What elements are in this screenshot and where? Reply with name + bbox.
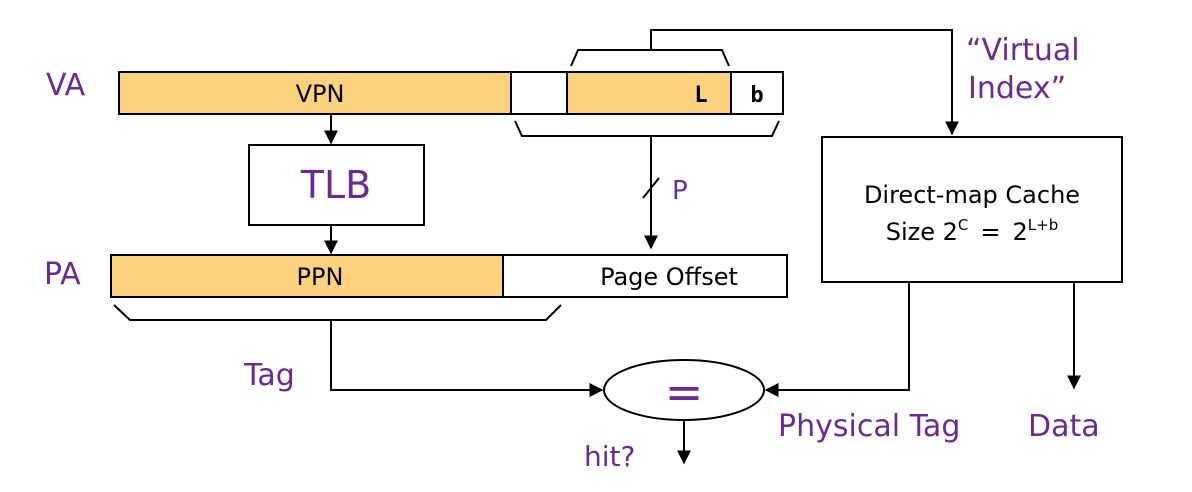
pa-label: PA	[44, 257, 81, 292]
physical-tag-arrow	[764, 282, 910, 397]
ppn-field	[110, 254, 504, 298]
vpn-label: VPN	[296, 80, 345, 108]
cache-title: Direct-map Cache	[864, 181, 1080, 209]
va-gap-field	[510, 71, 568, 115]
b-field	[730, 71, 784, 115]
ppn-label: PPN	[297, 263, 344, 291]
tlb-label: TLB	[300, 163, 371, 207]
hit-label: hit?	[584, 440, 635, 473]
vpn-field	[118, 71, 512, 115]
p-width-label: P	[672, 176, 688, 206]
tag-bracket	[113, 304, 562, 321]
b-field-label: b	[750, 83, 763, 108]
pa-register: PPN Page Offset	[110, 254, 788, 298]
page-offset-label: Page Offset	[600, 263, 738, 291]
data-label: Data	[1028, 409, 1100, 444]
tag-arrow	[330, 320, 604, 397]
tlb-box	[248, 144, 425, 226]
cache-size-text: Size 2C=2L+b	[886, 216, 1059, 246]
page-offset-field	[502, 254, 788, 298]
cache-box	[821, 136, 1123, 283]
virtual-index-label-line1: “Virtual	[966, 33, 1080, 68]
virtual-index-label-line2: Index”	[968, 71, 1066, 106]
tag-label: Tag	[243, 358, 295, 393]
va-register: VPN L b	[118, 71, 784, 115]
l-field	[566, 71, 732, 115]
page-offset-bracket	[514, 120, 780, 137]
virtual-index-arrow	[650, 29, 959, 136]
l-field-label: L	[694, 83, 707, 108]
comparator-symbol: =	[665, 365, 704, 419]
physical-tag-label: Physical Tag	[778, 409, 960, 444]
va-label: VA	[46, 68, 86, 103]
width-slash	[642, 177, 660, 199]
index-bracket	[570, 49, 730, 67]
